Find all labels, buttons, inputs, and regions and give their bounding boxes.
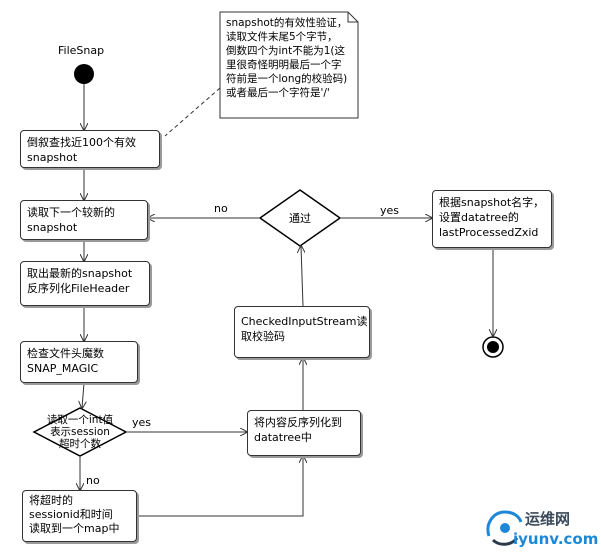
note-line: 或者最后一个字符是'/': [226, 87, 330, 99]
yes-int-label: yes: [132, 416, 152, 429]
read-next-snapshot-node: 读取下一个较新的 snapshot: [20, 200, 148, 240]
note-line: 里很奇怪明明最后一个字: [226, 59, 342, 71]
node-text: 读取到一个map中: [29, 522, 120, 535]
note-anchor-line: [164, 87, 221, 137]
note-line: 符前是一个long的校验码): [226, 73, 348, 85]
start-label: FileSnap: [58, 44, 105, 57]
watermark-logo-icon: [486, 510, 523, 546]
node-text: SNAP_MAGIC: [27, 362, 99, 375]
node-text: snapshot: [27, 221, 78, 234]
node-text: 检查文件头魔数: [27, 347, 104, 360]
node-text: CheckedInputStream读: [241, 315, 368, 328]
node-text: 表示session: [50, 426, 110, 438]
node-text: 设置datatree的: [439, 211, 519, 224]
node-text: 将超时的: [29, 494, 73, 507]
find-snapshots-node: 倒叙查找近100个有效 snapshot: [20, 130, 160, 168]
edge-checksum-pass: [301, 246, 303, 307]
start-node: [74, 64, 94, 84]
node-text: 反序列化FileHeader: [27, 282, 130, 295]
node-text: 取校验码: [241, 330, 285, 343]
watermark: 运维网 iyunv.com: [483, 506, 599, 552]
end-node: [487, 341, 499, 353]
read-header-node: 取出最新的snapshot 反序列化FileHeader: [20, 261, 150, 306]
note-line: snapshot的有效性验证，: [226, 17, 348, 29]
read-checksum-node: CheckedInputStream读 取校验码: [234, 306, 370, 358]
node-text: lastProcessedZxid: [439, 226, 539, 239]
deserialize-datatree-node: 将内容反序列化到 datatree中: [247, 410, 361, 456]
note-line: 读取文件末尾5个字节，: [226, 31, 338, 43]
node-text: 读取下一个较新的: [27, 206, 115, 219]
watermark-name: 运维网: [525, 510, 571, 528]
node-text: sessionid和时间: [29, 508, 113, 521]
edge-magic-int: [82, 382, 84, 408]
yes-pass-label: yes: [380, 204, 400, 217]
read-session-map-node: 将超时的 sessionid和时间 读取到一个map中: [22, 490, 137, 542]
note-line: 倒数四个为int不能为1(这: [226, 45, 345, 57]
int-decision-label: 读取一个int值 表示session 超时个数: [30, 414, 130, 450]
node-text: snapshot: [27, 151, 78, 164]
validation-note: snapshot的有效性验证， 读取文件末尾5个字节， 倒数四个为int不能为1…: [220, 12, 354, 104]
note-fold: [347, 12, 358, 23]
node-text: 超时个数: [59, 438, 101, 450]
note-shape: [219, 11, 359, 119]
edge-sessionmap-deserialize: [137, 456, 303, 517]
node-text: 根据snapshot名字，: [439, 196, 545, 209]
node-text: datatree中: [254, 431, 312, 444]
no-pass-label: no: [214, 202, 228, 215]
set-zxid-node: 根据snapshot名字， 设置datatree的 lastProcessedZ…: [432, 190, 552, 248]
node-text: 读取一个int值: [46, 414, 114, 426]
node-text: 将内容反序列化到: [254, 416, 342, 429]
watermark-url: iyunv.com: [513, 530, 599, 548]
check-magic-node: 检查文件头魔数 SNAP_MAGIC: [20, 341, 138, 383]
pass-decision-label: 通过: [289, 212, 311, 225]
node-text: 取出最新的snapshot: [27, 267, 133, 280]
node-text: 倒叙查找近100个有效: [27, 136, 136, 149]
no-int-label: no: [86, 474, 100, 487]
